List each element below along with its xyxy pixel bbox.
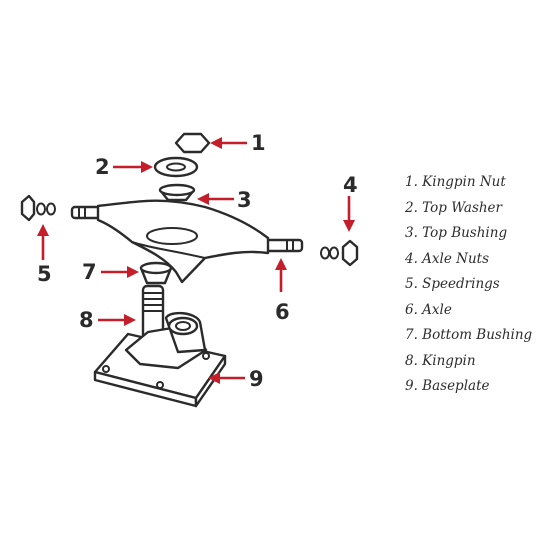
callout-arrows: [37, 137, 355, 384]
callout-8: 8: [79, 308, 94, 332]
callout-4: 4: [343, 173, 358, 197]
hanger-axle: [70, 199, 304, 284]
callout-5: 5: [37, 262, 52, 286]
right-axle-nut-and-speedrings: [320, 239, 359, 267]
legend-item-kingpin: 8. Kingpin: [405, 352, 476, 369]
kingpin-nut: [174, 132, 211, 154]
legend-item-axle-nuts: 4. Axle Nuts: [405, 250, 489, 267]
callout-6: 6: [275, 300, 290, 324]
legend-item-axle: 6. Axle: [405, 301, 452, 318]
legend-item-top-bushing: 3. Top Bushing: [405, 225, 508, 241]
bottom-bushing: [139, 261, 173, 285]
top-washer: [153, 156, 199, 178]
legend-item-baseplate: 9. Baseplate: [405, 378, 490, 394]
baseplate: [93, 311, 227, 408]
left-axle-nut-and-speedrings: [20, 194, 56, 222]
parts-legend: 1. Kingpin Nut 2. Top Washer 3. Top Bush…: [405, 170, 532, 400]
legend-item-top-washer: 2. Top Washer: [405, 199, 503, 216]
legend-item-speedrings: 5. Speedrings: [405, 276, 500, 292]
top-bushing: [158, 183, 196, 202]
callout-3: 3: [237, 188, 252, 212]
legend-item-bottom-bushing: 7. Bottom Bushing: [405, 327, 533, 343]
legend-item-kingpin-nut: 1. Kingpin Nut: [405, 174, 506, 190]
callout-2: 2: [95, 155, 110, 179]
callout-1: 1: [251, 131, 266, 155]
callout-9: 9: [249, 367, 264, 391]
callout-numbers: 1 2 3 4 5 6 7 8 9: [37, 131, 358, 391]
callout-7: 7: [82, 260, 97, 284]
